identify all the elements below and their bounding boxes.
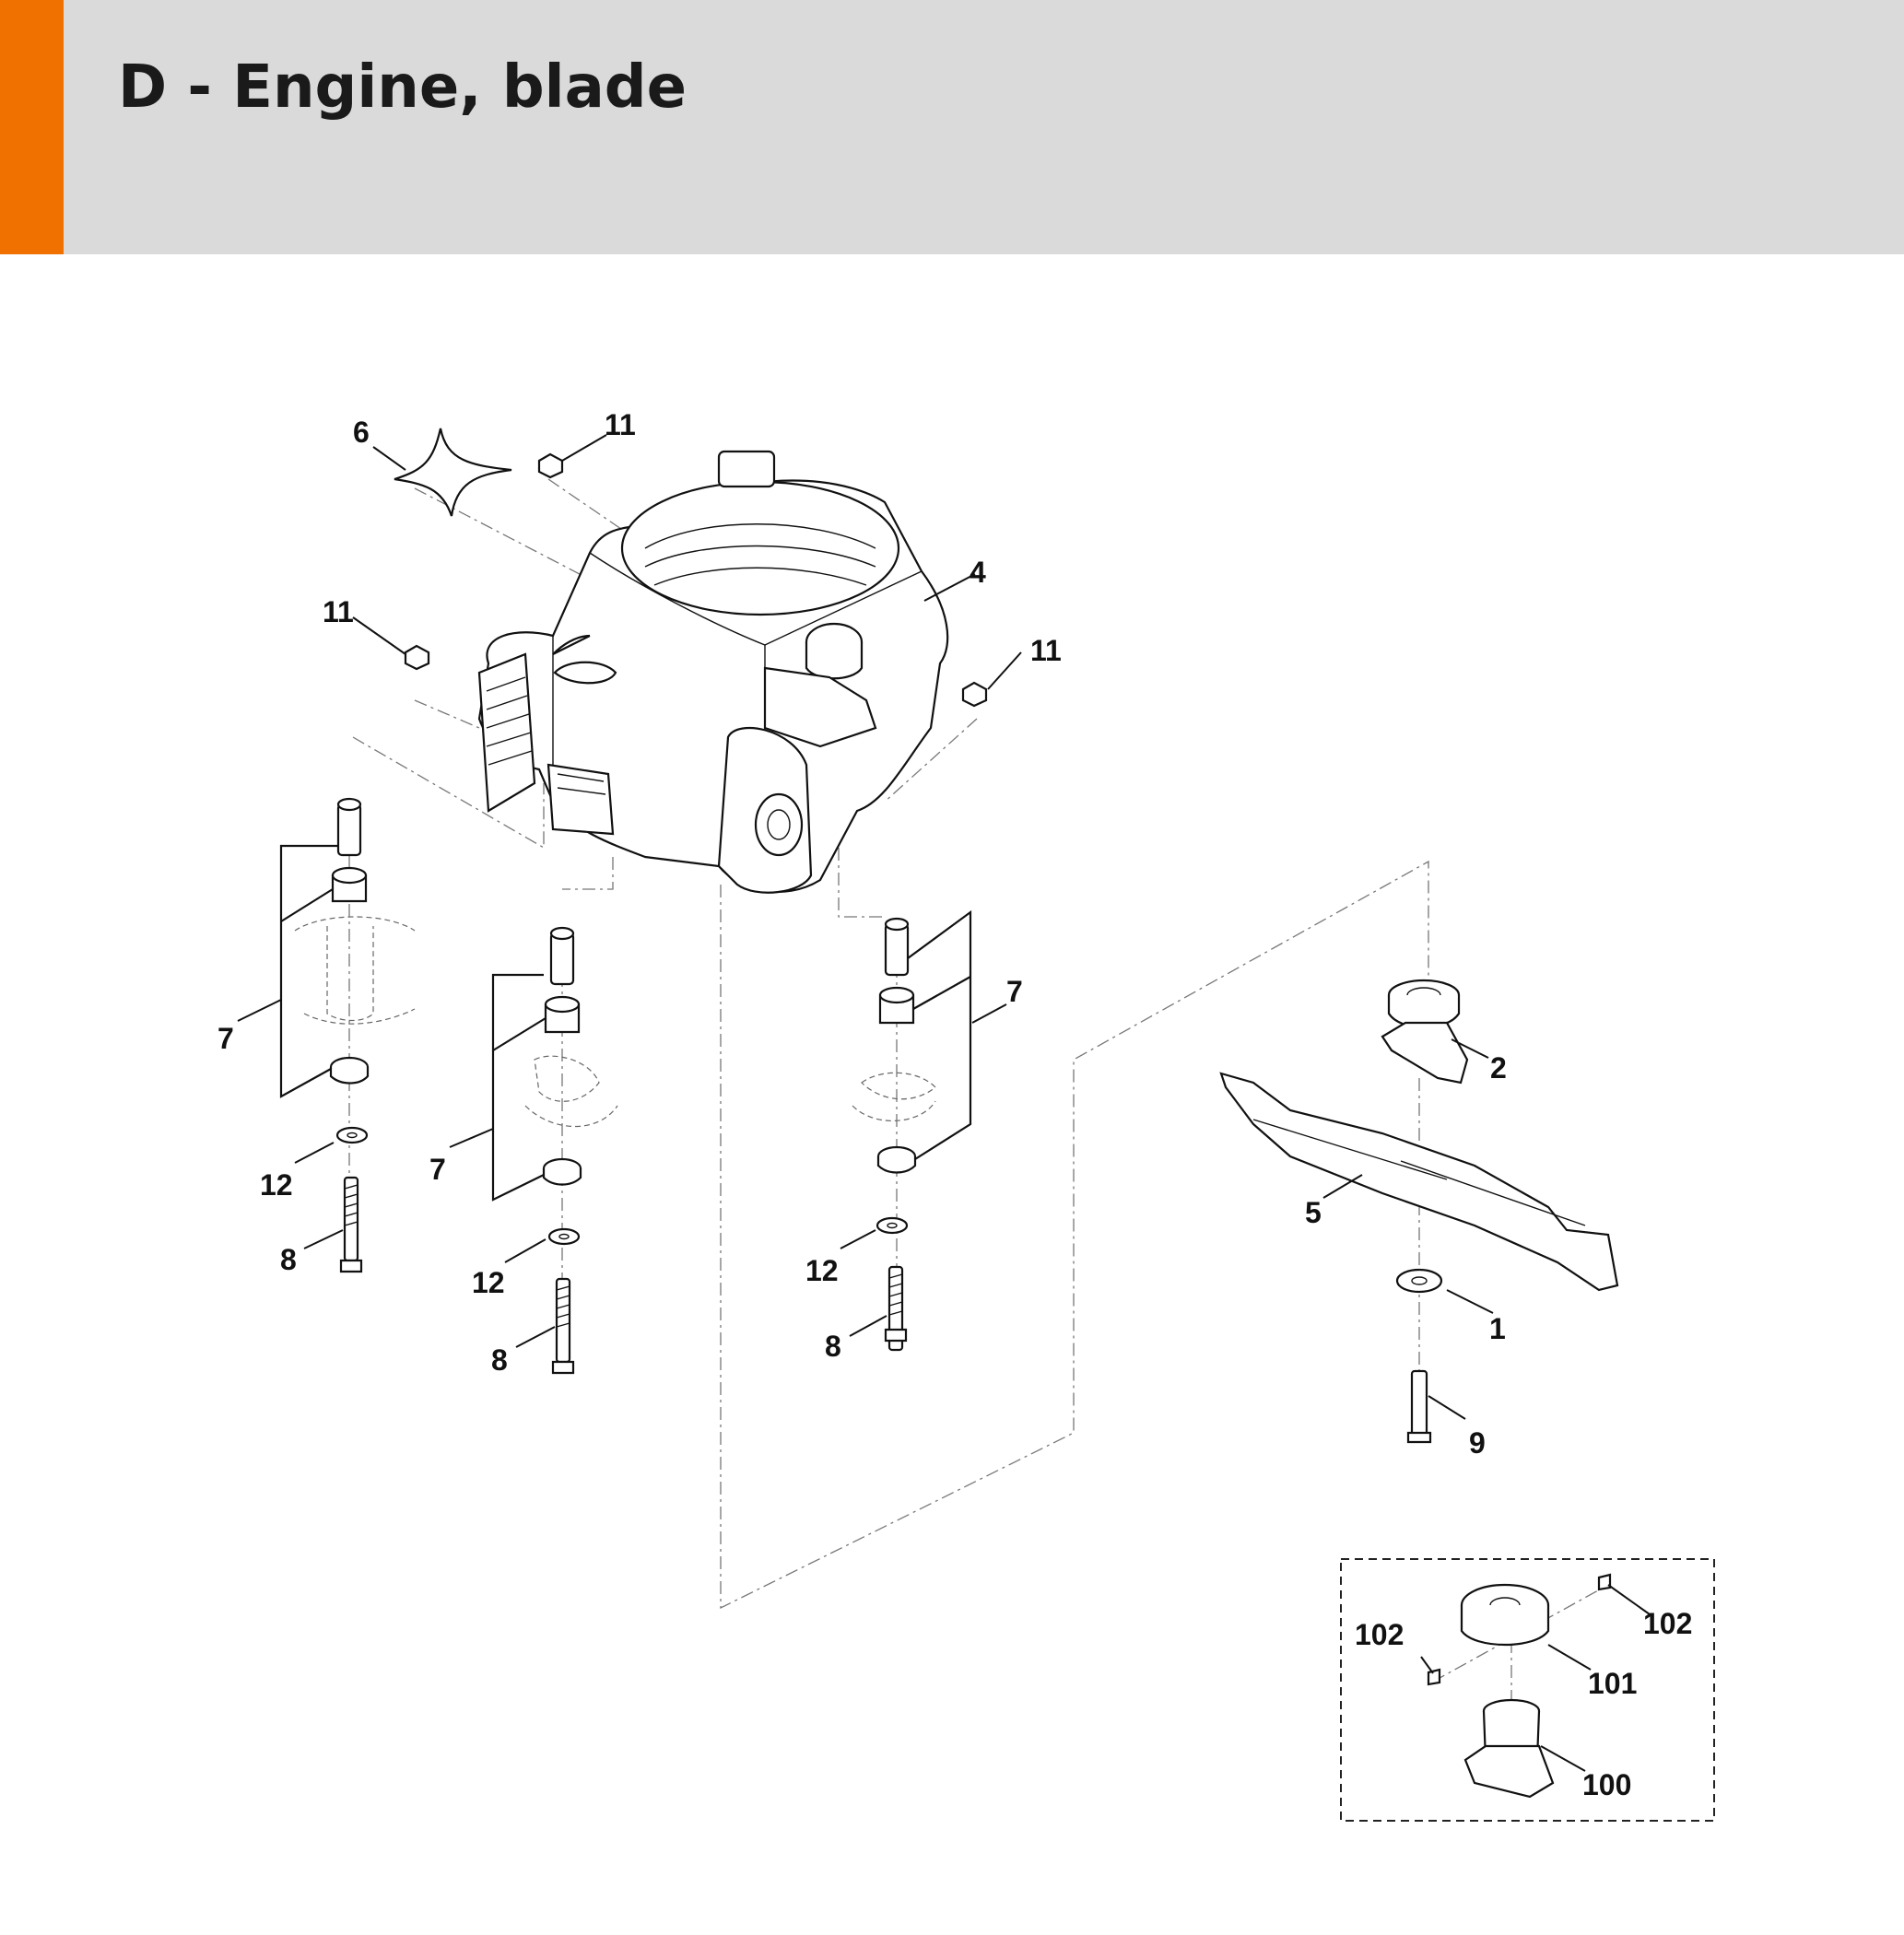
part-102-screw	[1427, 1573, 1612, 1686]
mount-stack-a	[294, 797, 416, 1273]
callout-9: 9	[1469, 1426, 1486, 1460]
callout-8-b: 8	[491, 1343, 508, 1377]
header-bar: D - Engine, blade	[0, 0, 1904, 254]
part-100-adapter	[1463, 1698, 1555, 1799]
part-1-washer	[1395, 1268, 1443, 1294]
callout-11-left: 11	[323, 595, 354, 628]
callout-7-a: 7	[217, 1022, 234, 1055]
callout-5: 5	[1305, 1196, 1322, 1229]
part-5-blade	[1219, 1072, 1619, 1292]
mount-stack-c	[852, 917, 936, 1352]
part-6-star-element	[394, 428, 512, 517]
callout-12-a: 12	[260, 1168, 293, 1202]
engine	[477, 450, 949, 894]
part-9-bolt	[1406, 1369, 1432, 1444]
callout-6: 6	[353, 416, 370, 449]
callout-12-c: 12	[805, 1254, 839, 1287]
callout-7-b: 7	[429, 1153, 446, 1186]
callout-102-left: 102	[1355, 1618, 1404, 1651]
callout-2: 2	[1490, 1051, 1507, 1085]
bracket-lines	[279, 844, 972, 1202]
page-title: D - Engine, blade	[118, 53, 687, 122]
callout-11-top: 11	[605, 408, 636, 441]
callout-12-b: 12	[472, 1266, 505, 1299]
callout-100: 100	[1582, 1768, 1631, 1801]
leader-lines	[237, 434, 1651, 1772]
accent-strip	[0, 0, 64, 254]
part-101-pulley	[1460, 1583, 1550, 1646]
callout-8-c: 8	[825, 1330, 841, 1363]
callout-101: 101	[1588, 1667, 1637, 1700]
callout-11-right: 11	[1030, 634, 1062, 667]
callout-102-right: 102	[1643, 1607, 1692, 1640]
callout-1: 1	[1489, 1312, 1506, 1345]
callout-7-c: 7	[1006, 975, 1023, 1008]
callout-labels: 6 11 11 11 4 7 7 7 12 12 12 8 8 8 2 5 1 …	[217, 408, 1692, 1801]
part-2-blade-adapter	[1381, 979, 1469, 1085]
mount-stack-b	[524, 926, 618, 1375]
part-11-nut	[404, 452, 988, 708]
callout-8-a: 8	[280, 1243, 297, 1276]
callout-4: 4	[970, 556, 986, 589]
